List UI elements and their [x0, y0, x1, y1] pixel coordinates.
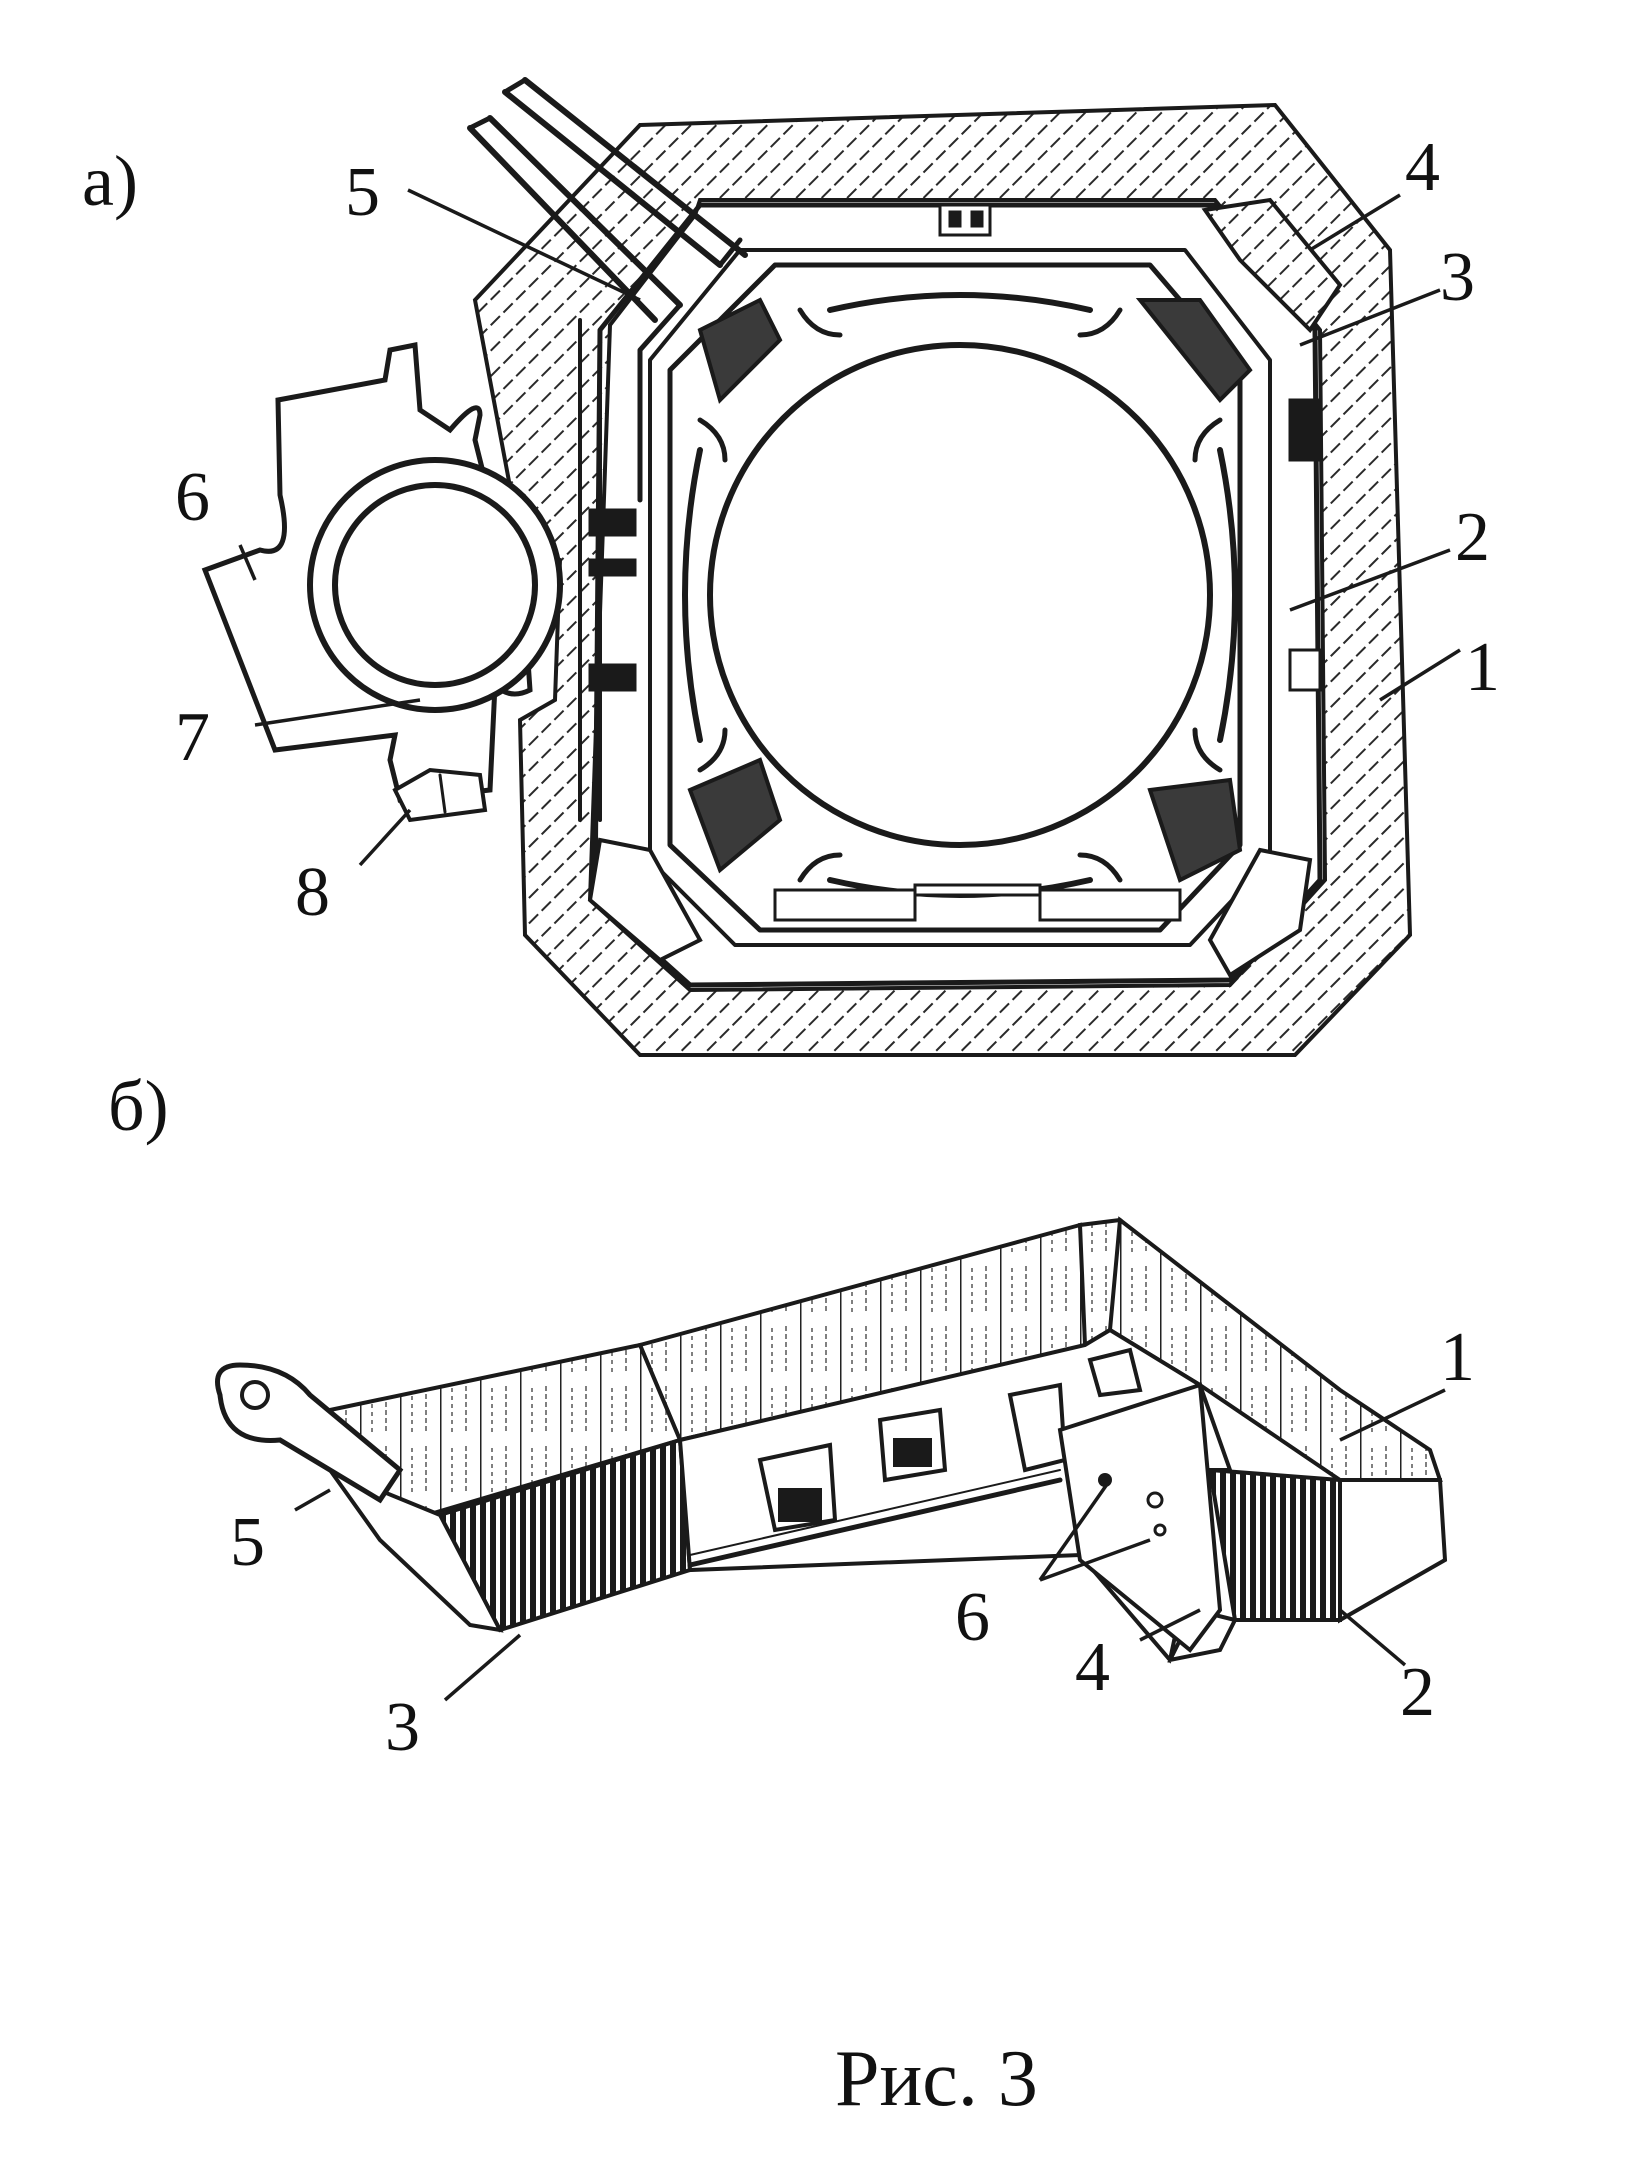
- panel-b-callouts: 1 5 6 4 2 3: [230, 1319, 1475, 1766]
- clamp-ring-inner: [332, 482, 538, 688]
- panel-b-label: б): [108, 1066, 169, 1146]
- callout-b-4: 4: [1075, 1629, 1110, 1706]
- callout-b-6: 6: [955, 1579, 990, 1656]
- callout-b-1: 1: [1440, 1319, 1475, 1396]
- callout-b-3: 3: [385, 1689, 420, 1766]
- callout-a-1: 1: [1465, 629, 1500, 706]
- callout-a-8: 8: [295, 854, 330, 931]
- magnet-blocks: [587, 197, 1343, 978]
- callout-b-2: 2: [1400, 1654, 1435, 1731]
- callout-a-7: 7: [175, 699, 210, 776]
- callout-a-6: 6: [175, 459, 210, 536]
- lead-wires: [467, 77, 748, 503]
- panel-b-drawing: [215, 1216, 1448, 1664]
- callout-a-4: 4: [1405, 129, 1440, 206]
- panel-a-label: а): [82, 141, 138, 221]
- callout-b-5: 5: [230, 1504, 265, 1581]
- panel-a-drawing: [201, 77, 1413, 1057]
- callout-a-5: 5: [345, 154, 380, 231]
- figure-caption: Рис. 3: [835, 2035, 1038, 2123]
- central-bore: [707, 342, 1213, 848]
- callout-a-2: 2: [1455, 499, 1490, 576]
- callout-a-3: 3: [1440, 239, 1475, 316]
- panel-a-callouts: 5 4 3 6 2 1 7 8: [175, 129, 1500, 931]
